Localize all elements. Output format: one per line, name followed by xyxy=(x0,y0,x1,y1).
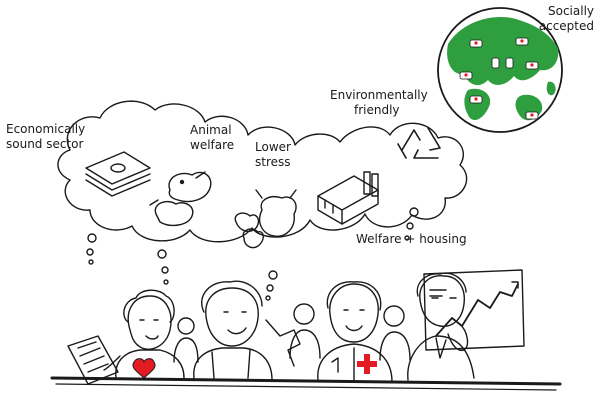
label-stress-line2: stress xyxy=(255,155,291,169)
label-social-line2: accepted xyxy=(538,19,595,33)
barn-icon xyxy=(317,171,379,225)
person-clipboard xyxy=(67,289,185,385)
thought-bubbles xyxy=(86,207,419,301)
label-economic-line2: sound sector xyxy=(6,137,84,151)
chart-board-icon xyxy=(423,269,525,351)
label-welfare-line1: Animal xyxy=(190,123,232,137)
thought-cloud xyxy=(57,100,468,243)
piglets-icon xyxy=(149,171,212,227)
globe-icon xyxy=(437,7,563,133)
label-economic-line1: Economically xyxy=(6,122,86,136)
label-environment-line1: Environmentally xyxy=(330,88,428,102)
cross-icon xyxy=(357,354,377,374)
person-overalls xyxy=(193,280,301,381)
person-background-3 xyxy=(379,305,411,361)
label-welfare: Animal welfare xyxy=(190,123,234,153)
label-environment: Environmentally friendly xyxy=(330,88,428,118)
person-background-2 xyxy=(289,303,321,359)
label-economic: Economically sound sector xyxy=(6,122,85,152)
pigs-icon xyxy=(234,189,297,249)
money-stack-icon xyxy=(85,151,151,197)
person-vet xyxy=(317,281,393,383)
table-edge xyxy=(50,376,562,386)
label-environment-line2: friendly xyxy=(354,103,400,117)
label-stress-line1: Lower xyxy=(255,140,291,154)
label-social: Socially accepted xyxy=(534,4,594,34)
person-background-1 xyxy=(173,317,199,363)
label-housing-line1: Welfare + housing xyxy=(356,232,467,246)
person-thinking xyxy=(407,272,475,381)
heart-icon xyxy=(132,358,156,379)
label-welfare-line2: welfare xyxy=(190,138,235,152)
label-social-line1: Socially xyxy=(548,4,595,18)
label-stress: Lower stress xyxy=(255,140,291,170)
recycle-icon xyxy=(397,127,441,159)
label-housing: Welfare + housing xyxy=(356,232,467,247)
